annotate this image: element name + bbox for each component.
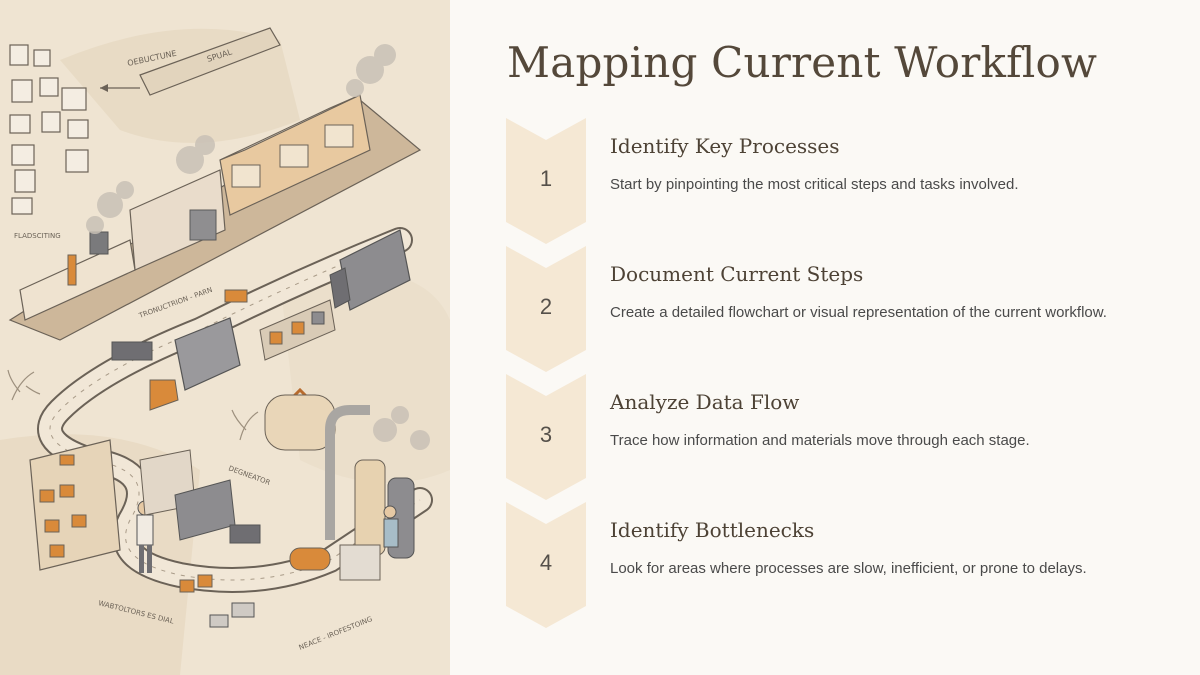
step-4: 4 Identify Bottlenecks Look for areas wh…	[506, 502, 1166, 630]
page-title: Mapping Current Workflow	[507, 38, 1098, 87]
step-1-title: Identify Key Processes	[610, 134, 840, 158]
step-1: 1 Identify Key Processes Start by pinpoi…	[506, 118, 1166, 246]
step-2-description: Create a detailed flowchart or visual re…	[610, 304, 1107, 321]
factory-illustration: OEBUCTUNE SPUAL FLADSCITING TRONUCTRION …	[0, 0, 450, 675]
step-3-title: Analyze Data Flow	[610, 390, 800, 414]
step-4-number: 4	[539, 550, 553, 575]
step-1-chevron	[506, 118, 586, 246]
factory-illustration-art: OEBUCTUNE SPUAL FLADSCITING TRONUCTRION …	[0, 0, 450, 675]
step-2-chevron	[506, 246, 586, 374]
step-3-chevron	[506, 374, 586, 502]
content-panel: Mapping Current Workflow 1 Identify Key …	[450, 0, 1200, 675]
step-3: 3 Analyze Data Flow Trace how informatio…	[506, 374, 1166, 502]
step-3-description: Trace how information and materials move…	[610, 432, 1030, 449]
step-4-chevron	[506, 502, 586, 630]
step-1-description: Start by pinpointing the most critical s…	[610, 176, 1019, 193]
step-4-title: Identify Bottlenecks	[610, 518, 815, 542]
step-1-number: 1	[539, 166, 553, 191]
step-2-title: Document Current Steps	[610, 262, 864, 286]
step-4-description: Look for areas where processes are slow,…	[610, 560, 1087, 577]
step-2: 2 Document Current Steps Create a detail…	[506, 246, 1166, 374]
label-fladsciting: FLADSCITING	[14, 232, 61, 240]
step-3-number: 3	[539, 422, 553, 447]
step-2-number: 2	[539, 294, 553, 319]
